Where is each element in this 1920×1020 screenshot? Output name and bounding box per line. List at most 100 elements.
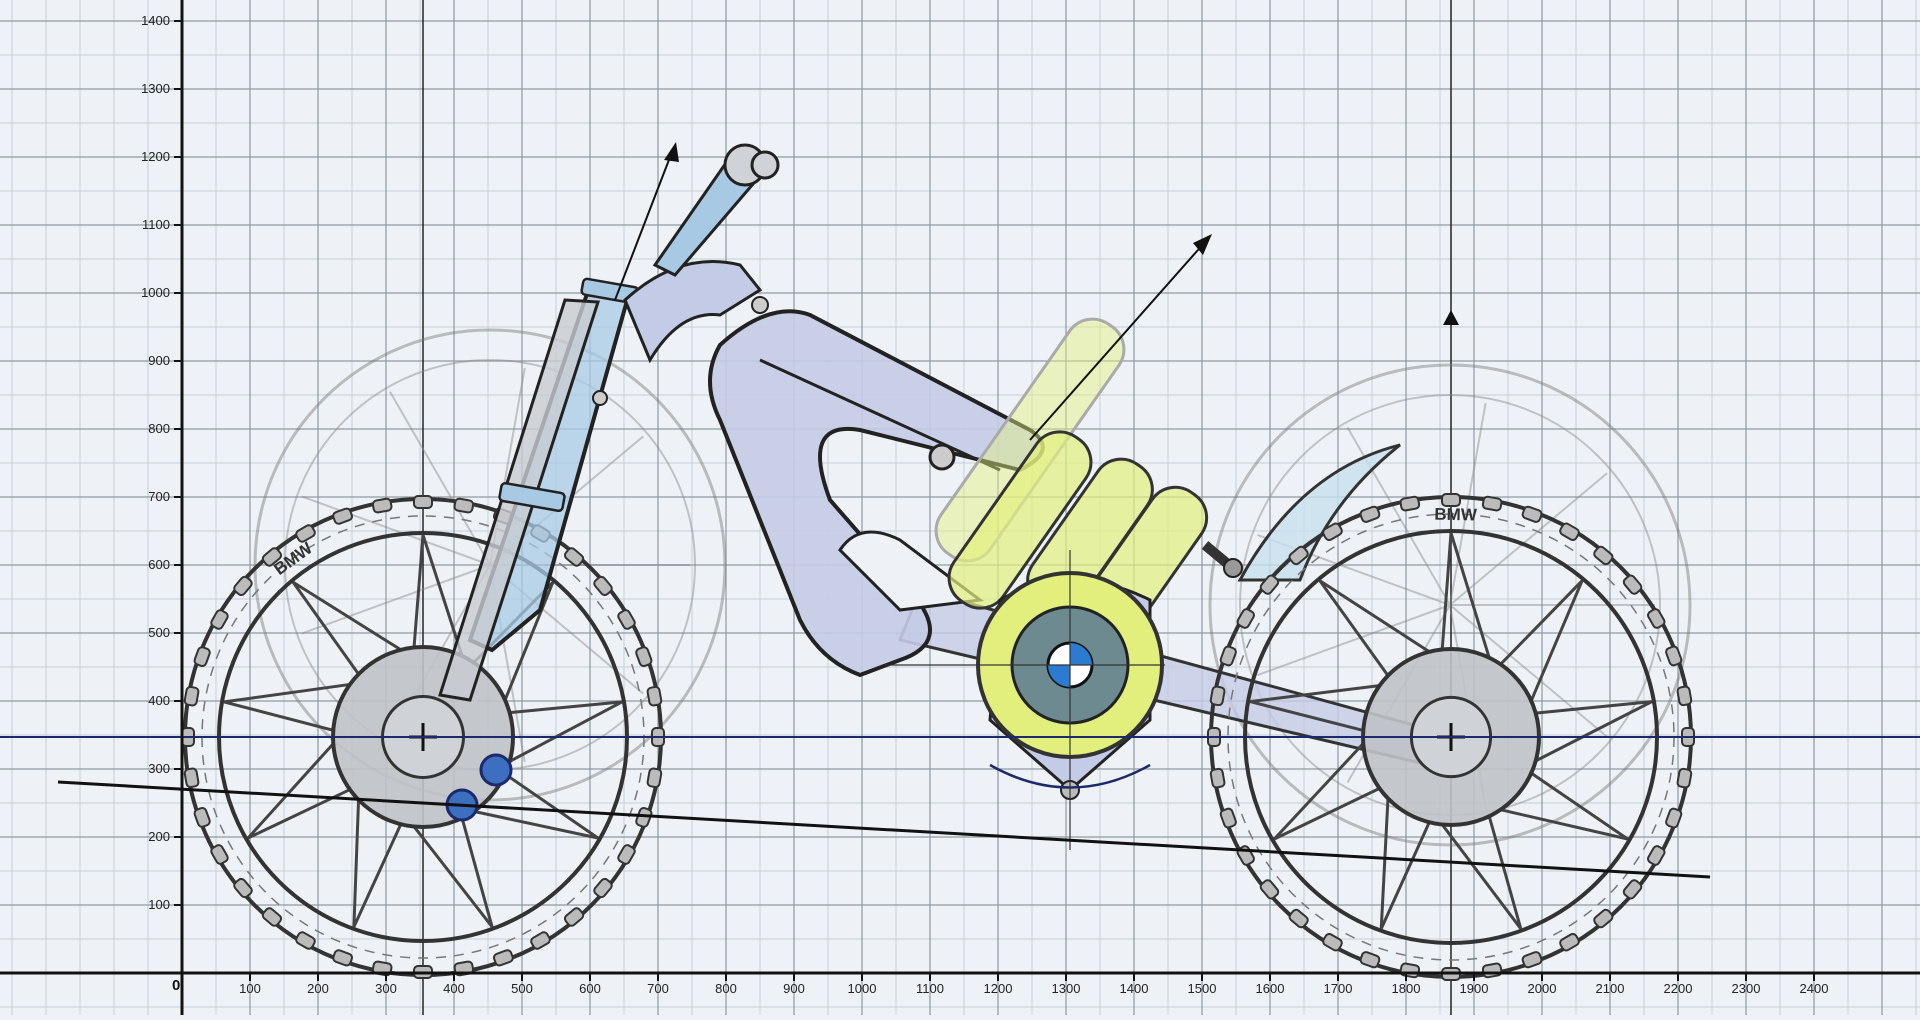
x-tick-label: 1100 — [916, 981, 944, 996]
tread-block — [1559, 933, 1580, 952]
tread-block — [1236, 608, 1255, 629]
y-tick-label: 600 — [148, 557, 170, 572]
steering-axis-line — [614, 151, 673, 301]
x-tick-label: 800 — [715, 981, 737, 996]
ghost-spoke — [1449, 472, 1608, 606]
x-tick-label: 500 — [511, 981, 533, 996]
tread-block — [1259, 879, 1280, 900]
x-tick-label: 2200 — [1664, 981, 1693, 996]
tread-block — [635, 646, 653, 668]
tread-block — [492, 949, 514, 967]
tread-block — [1593, 908, 1614, 929]
tread-block — [210, 844, 229, 865]
battery-connector-bolt — [1223, 558, 1243, 578]
tread-block — [1665, 645, 1683, 667]
tread-block — [1622, 879, 1643, 900]
tread-block — [1676, 685, 1693, 707]
frame-tube — [759, 358, 1001, 472]
tread-block — [1399, 495, 1421, 512]
y-tick-label: 1000 — [141, 285, 170, 300]
tread-block — [617, 609, 636, 630]
tread-block — [261, 907, 283, 927]
tread-block — [1219, 807, 1237, 829]
origin-label: 0 — [172, 977, 180, 994]
x-tick-label: 2000 — [1528, 981, 1557, 996]
x-tick-label: 400 — [443, 981, 465, 996]
wheel-spoke — [1318, 579, 1431, 677]
wheel-spoke — [1500, 771, 1629, 841]
steering-axis-arrow-icon — [664, 142, 679, 162]
tread-block — [233, 575, 253, 597]
ghost-spoke — [1257, 604, 1451, 677]
x-tick-label: 1400 — [1120, 981, 1149, 996]
tread-block — [1665, 807, 1683, 829]
wheel-spoke — [508, 700, 623, 763]
tread-block — [563, 547, 585, 567]
tread-block — [1399, 962, 1421, 979]
brake-caliper-icon — [479, 753, 513, 787]
tread-block — [295, 524, 316, 543]
wheel-spoke — [412, 817, 494, 928]
x-tick-label: 600 — [579, 981, 601, 996]
wheel-spoke — [291, 580, 402, 676]
handlebar-end-icon — [750, 150, 780, 180]
wheel-spoke — [1440, 532, 1491, 659]
tread-block — [1259, 574, 1280, 595]
tread-block — [332, 507, 354, 525]
tread-block — [617, 844, 636, 865]
tread-block — [332, 949, 354, 967]
tread-block — [1481, 495, 1503, 512]
tread-block — [1288, 908, 1309, 929]
x-tick-label: 1200 — [984, 981, 1013, 996]
y-tick-label: 300 — [148, 761, 170, 776]
wheel-brand-label: BMW — [1434, 505, 1478, 525]
x-tick-label: 1500 — [1188, 981, 1217, 996]
tread-block — [593, 877, 613, 899]
y-tick-label: 900 — [148, 353, 170, 368]
y-tick-label: 1200 — [141, 149, 170, 164]
tread-block — [1521, 505, 1543, 523]
tread-block — [593, 575, 613, 597]
tread-block — [413, 495, 433, 509]
x-tick-label: 900 — [783, 981, 805, 996]
ghost-spoke — [1449, 604, 1608, 738]
battery-axis-arrow-icon — [1193, 234, 1212, 255]
wheel-spoke — [1535, 700, 1653, 763]
tread-block — [1521, 951, 1543, 969]
x-tick-label: 200 — [307, 981, 329, 996]
tread-block — [233, 877, 253, 899]
ghost-spoke — [301, 495, 491, 566]
wheel-spoke — [1499, 579, 1584, 702]
tread-block — [295, 931, 316, 950]
head-bolt — [751, 296, 769, 314]
x-tick-label: 1700 — [1324, 981, 1353, 996]
x-tick-label: 2100 — [1596, 981, 1625, 996]
x-tick-label: 2300 — [1732, 981, 1761, 996]
y-tick-label: 100 — [148, 897, 170, 912]
wheel-spoke — [1441, 815, 1523, 930]
y-tick-label: 700 — [148, 489, 170, 504]
x-tick-label: 100 — [239, 981, 261, 996]
tread-block — [1622, 574, 1643, 595]
tread-block — [1209, 685, 1226, 707]
fork-pivot-bolt — [592, 390, 608, 406]
tread-block — [1322, 522, 1343, 541]
wheel-spoke — [352, 799, 403, 928]
roundel-quadrant-top — [1070, 643, 1092, 665]
rear-fender — [1237, 443, 1401, 582]
tread-block — [1647, 845, 1666, 866]
tread-block — [210, 609, 229, 630]
ground-slope-line — [57, 780, 1711, 879]
tread-block — [646, 685, 663, 707]
tread-block — [1359, 951, 1381, 969]
wheel-spoke — [1249, 684, 1380, 732]
tread-block — [1559, 522, 1580, 541]
tread-block — [183, 685, 200, 707]
tread-block — [371, 497, 393, 514]
battery-cell-1 — [947, 430, 1093, 610]
tread-block — [1647, 608, 1666, 629]
